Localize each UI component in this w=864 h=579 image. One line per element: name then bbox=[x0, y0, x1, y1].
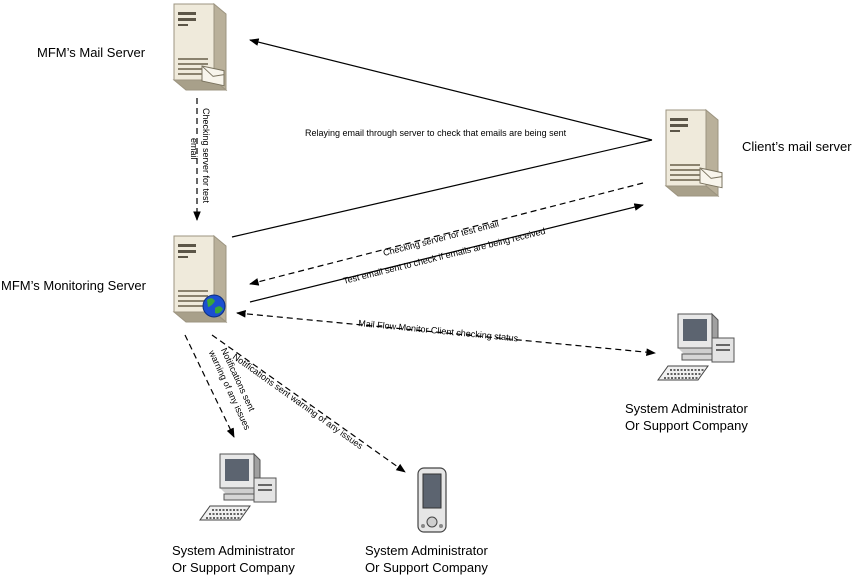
admin-bottom-mid-label-line2: Or Support Company bbox=[365, 560, 488, 575]
server-globe-icon bbox=[173, 235, 227, 323]
edge-test-email-sent bbox=[249, 203, 644, 303]
client-mail-server-label: Client’s mail server bbox=[742, 139, 852, 154]
admin-right-label-line1: System Administrator bbox=[625, 401, 748, 416]
admin-bottom-left-label-line2: Or Support Company bbox=[172, 560, 295, 575]
admin-bottom-left-label-line1: System Administrator bbox=[172, 543, 295, 558]
monitoring-server-label: MFM’s Monitoring Server bbox=[1, 278, 147, 293]
node-mail-server: MFM’s Mail Server bbox=[37, 3, 227, 91]
server-mail-icon bbox=[665, 109, 723, 197]
edge-label-check-mail-server-line2: email bbox=[189, 138, 199, 160]
node-admin-bottom-mid: System Administrator Or Support Company bbox=[365, 467, 488, 575]
mail-server-label: MFM’s Mail Server bbox=[37, 45, 146, 60]
desktop-computer-icon bbox=[657, 313, 735, 381]
node-admin-bottom-left: System Administrator Or Support Company bbox=[172, 453, 295, 575]
edge-monitoring-to-client bbox=[231, 139, 653, 238]
globe-icon bbox=[202, 294, 226, 318]
node-client-mail-server: Client’s mail server bbox=[665, 109, 852, 197]
edge-label-relay: Relaying email through server to check t… bbox=[305, 128, 567, 138]
edge-label-client-status: Mail Flow Monitor Client checking status bbox=[358, 318, 519, 343]
edge-check-client bbox=[249, 182, 644, 286]
node-monitoring-server: MFM’s Monitoring Server bbox=[1, 235, 227, 323]
admin-right-label-line2: Or Support Company bbox=[625, 418, 748, 433]
edge-label-check-mail-server-line1: Checking server for test bbox=[201, 108, 211, 204]
desktop-computer-icon bbox=[199, 453, 277, 521]
edge-relay-to-mail-server bbox=[249, 38, 653, 141]
server-mail-icon bbox=[173, 3, 227, 91]
node-admin-right: System Administrator Or Support Company bbox=[625, 313, 748, 433]
pda-device-icon bbox=[417, 467, 447, 533]
admin-bottom-mid-label-line1: System Administrator bbox=[365, 543, 488, 558]
edge-notify-left bbox=[184, 334, 235, 438]
